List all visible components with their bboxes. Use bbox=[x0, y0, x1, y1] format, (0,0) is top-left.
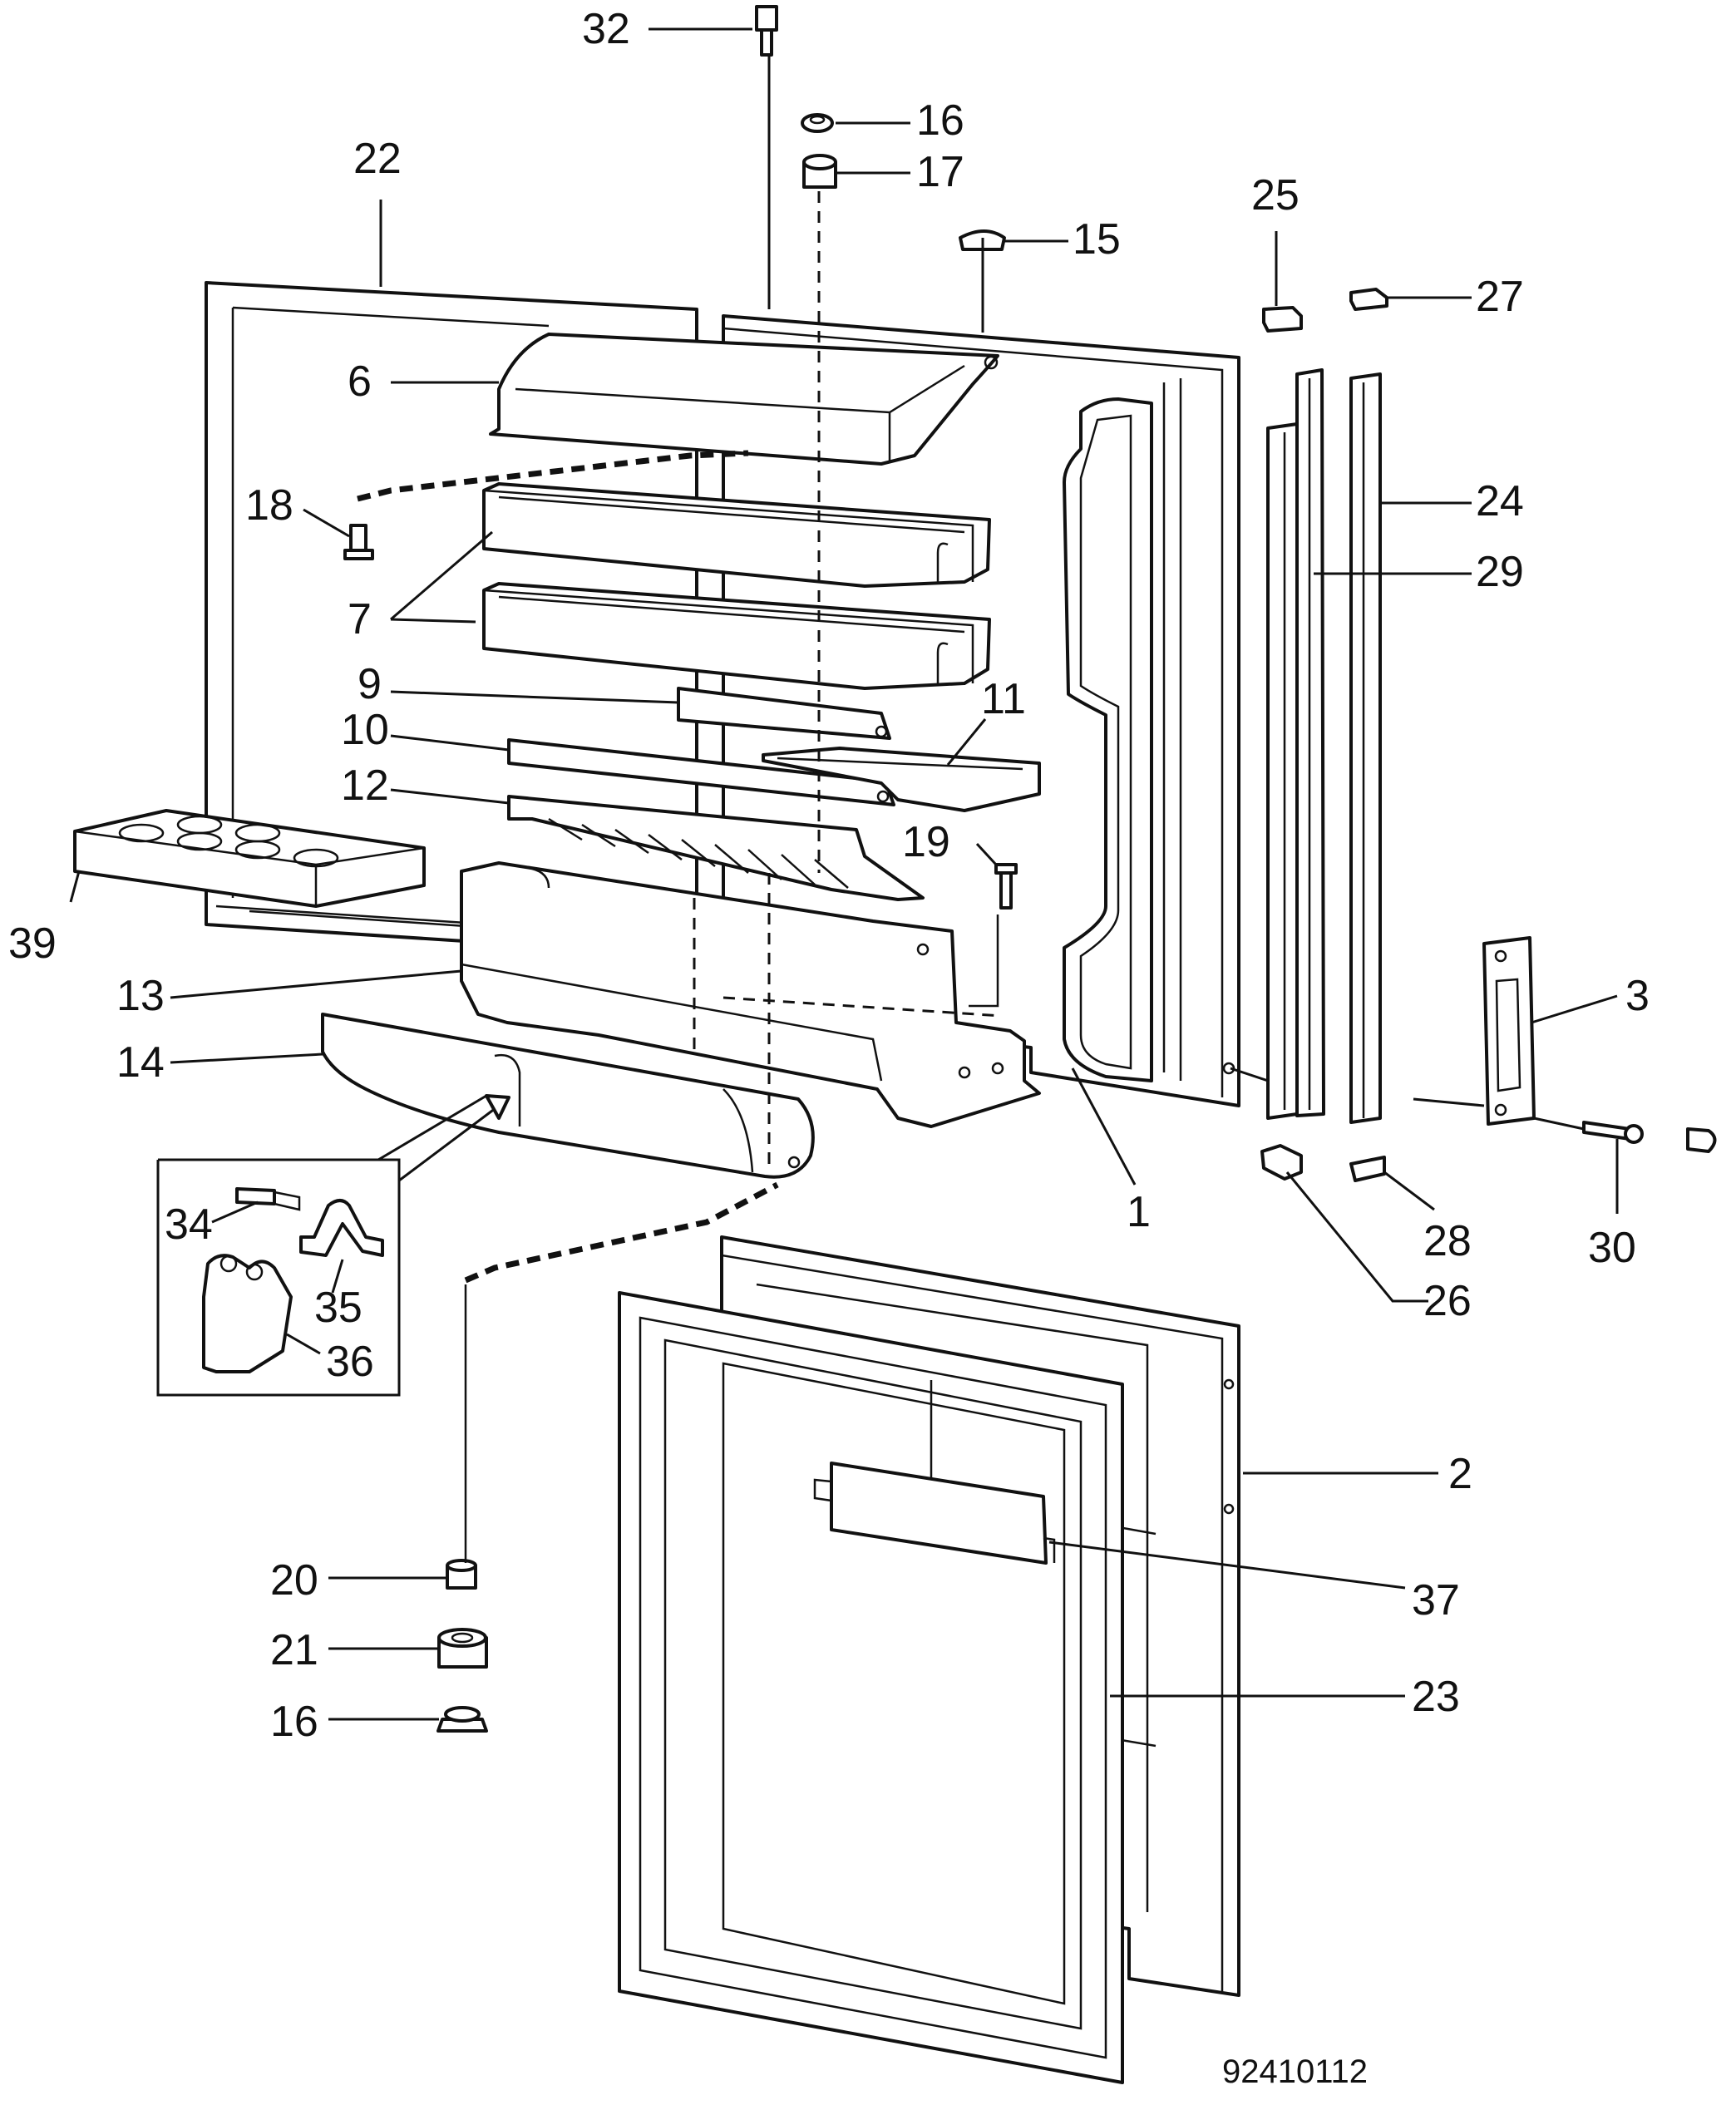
part-24-seal-strip bbox=[1349, 372, 1382, 1124]
callout-17: 17 bbox=[916, 148, 964, 196]
callout-15: 15 bbox=[1073, 215, 1121, 264]
leader-lines bbox=[69, 27, 1619, 1721]
part-26-block bbox=[1260, 1144, 1303, 1181]
part-17-bushing bbox=[802, 154, 837, 189]
callout-18: 18 bbox=[245, 481, 293, 530]
callout-34: 34 bbox=[165, 1200, 213, 1249]
callout-29: 29 bbox=[1476, 548, 1524, 596]
callout-27: 27 bbox=[1476, 273, 1524, 321]
callout-6: 6 bbox=[348, 357, 372, 406]
callout-7: 7 bbox=[348, 595, 372, 643]
callout-9: 9 bbox=[358, 660, 382, 708]
part-28-block bbox=[1349, 1156, 1386, 1182]
assembly-axes bbox=[357, 191, 1003, 1563]
callout-39: 39 bbox=[8, 919, 57, 968]
part-29-seal-strip bbox=[1266, 368, 1325, 1120]
callout-12: 12 bbox=[341, 762, 389, 810]
part-7-shelf-upper bbox=[482, 482, 991, 588]
callout-20: 20 bbox=[270, 1556, 318, 1605]
callout-36: 36 bbox=[326, 1338, 374, 1386]
part-3-handle bbox=[1482, 936, 1536, 1126]
callout-37: 37 bbox=[1412, 1576, 1460, 1624]
part-18-screw bbox=[343, 524, 374, 560]
part-39-egg-tray bbox=[73, 809, 426, 908]
detail-inset-34-35-36 bbox=[156, 1094, 510, 1397]
callout-13: 13 bbox=[116, 972, 165, 1020]
callout-2: 2 bbox=[1448, 1450, 1472, 1498]
part-16-nut-top bbox=[801, 113, 834, 133]
callout-14: 14 bbox=[116, 1038, 165, 1087]
callout-28: 28 bbox=[1423, 1217, 1472, 1265]
callout-30: 30 bbox=[1588, 1224, 1636, 1272]
callout-16-bottom: 16 bbox=[270, 1698, 318, 1746]
callout-16-top: 16 bbox=[916, 96, 964, 145]
part-20-bushing bbox=[446, 1559, 477, 1590]
part-6-top-cover bbox=[489, 333, 999, 466]
callout-19: 19 bbox=[902, 818, 950, 866]
callout-26: 26 bbox=[1423, 1277, 1472, 1325]
part-9-strip bbox=[677, 687, 891, 740]
callout-21: 21 bbox=[270, 1626, 318, 1674]
callout-35: 35 bbox=[314, 1284, 362, 1332]
callout-11: 11 bbox=[981, 675, 1026, 723]
part-10-strip bbox=[507, 738, 895, 806]
drawing-number: 92410112 bbox=[1222, 2053, 1368, 2090]
part-37-door-bracket bbox=[813, 1380, 1056, 1565]
callout-labels: 32 16 17 22 25 15 27 6 18 24 29 7 9 11 1… bbox=[8, 5, 1650, 2090]
part-19-screw bbox=[994, 863, 1018, 910]
callout-32: 32 bbox=[582, 5, 630, 53]
part-7-shelf-lower bbox=[482, 582, 991, 690]
callout-22: 22 bbox=[353, 135, 402, 183]
part-21-bushing bbox=[437, 1628, 488, 1669]
callout-1: 1 bbox=[1127, 1188, 1151, 1236]
callout-24: 24 bbox=[1476, 477, 1524, 525]
part-16-nut-bottom bbox=[436, 1706, 488, 1733]
part-23-door-gasket-frame bbox=[618, 1291, 1124, 2084]
part-30-screw bbox=[1582, 1121, 1717, 1153]
part-32-screw bbox=[755, 5, 778, 57]
part-14-bottom-flap bbox=[321, 1013, 815, 1179]
part-11-tray bbox=[762, 747, 1041, 812]
callout-10: 10 bbox=[341, 706, 389, 754]
part-25-block bbox=[1262, 306, 1303, 333]
part-27-block bbox=[1349, 288, 1388, 311]
callout-3: 3 bbox=[1625, 972, 1650, 1020]
callout-25: 25 bbox=[1251, 171, 1300, 219]
part-12-grille bbox=[507, 795, 925, 901]
part-13-bottom-bin bbox=[460, 861, 1041, 1128]
callout-23: 23 bbox=[1412, 1673, 1460, 1721]
